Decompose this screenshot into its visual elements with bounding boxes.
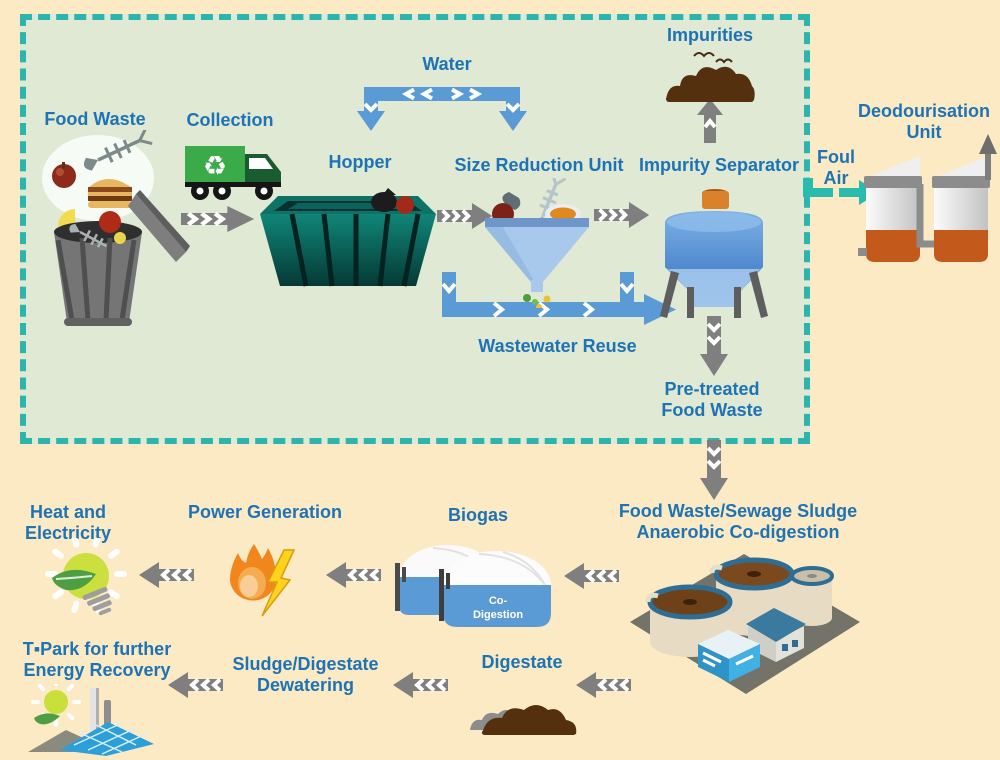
tank-text-line2: Digestion [473, 609, 523, 621]
food-waste-bin-illustration [42, 130, 190, 326]
pretreated-food-waste-label: Pre-treated Food Waste [661, 379, 763, 421]
arrow-down-pretreated-to-codigestion-icon [699, 440, 729, 500]
arrow-left-facility-to-biogas-icon [564, 562, 619, 590]
separator-legs [660, 271, 768, 318]
hopper-label: Hopper [328, 152, 392, 172]
falling-apple-icon [99, 211, 121, 233]
codigestion-facility-illustration [630, 554, 860, 694]
food-waste-label: Food Waste [44, 109, 146, 129]
arrow-up-impurities-icon [697, 99, 723, 143]
garbage-truck-icon: ♻ [185, 146, 281, 200]
bird-icon [693, 52, 715, 58]
apple-on-hopper-icon [396, 196, 414, 214]
solar-roof-icon [60, 722, 154, 756]
digestate-label: Digestate [481, 652, 563, 672]
bulb-base-icon [82, 586, 112, 616]
foul-air-label: Foul Air [817, 147, 855, 189]
flame-icon [230, 544, 277, 601]
tpark-label: T▪Park for further Energy Recovery [22, 639, 172, 681]
impurities-label: Impurities [666, 25, 754, 45]
arrow-down-separator-to-pretreated-icon [699, 316, 729, 376]
bin-lid-icon [128, 194, 186, 262]
power-generation-label: Power Generation [187, 502, 343, 522]
trash-bag-icon [371, 188, 397, 212]
bin-body-icon [54, 221, 142, 326]
leaf-icon [52, 569, 96, 591]
lightning-bolt-icon [261, 549, 296, 617]
digestate-pile-illustration [470, 705, 577, 735]
plant-house [746, 608, 806, 662]
lemon-icon [58, 209, 75, 226]
falling-fish-icon [69, 223, 108, 248]
exhaust-arrow-icon [979, 134, 997, 154]
sun-icon [44, 690, 68, 714]
eco-bulb-icon [45, 538, 127, 616]
hopper-illustration [260, 188, 436, 287]
fish-skeleton-icon [83, 130, 153, 171]
biogas-tanks-illustration: Co- Digestion [395, 545, 551, 627]
wastewater-reuse-label: Wastewater Reuse [478, 336, 637, 356]
burger-icon [88, 179, 132, 208]
power-generation-icons [230, 544, 296, 617]
tpark-facility-illustration [28, 684, 154, 756]
impurities-pile-illustration [666, 52, 755, 102]
deodourisation-unit-illustration [858, 134, 997, 262]
deodourisation-unit-label: Deodourisation Unit [857, 101, 990, 143]
arrow-right-sizereduction-to-separator-icon [594, 201, 650, 229]
biogas-label: Biogas [447, 505, 508, 525]
size-reduction-unit-label: Size Reduction Unit [454, 155, 624, 175]
water-label: Water [422, 54, 472, 74]
water-pipe-arrows-icon [357, 87, 527, 131]
heat-electricity-label: Heat and Electricity [24, 502, 112, 544]
arrow-left-dewatering-to-tpark-icon [168, 671, 223, 699]
svg-text:♻: ♻ [203, 151, 227, 182]
wastewater-reuse-pipe-icon [441, 272, 676, 325]
leaf-icon [34, 713, 60, 725]
arrow-left-power-to-heat-icon [139, 561, 194, 589]
size-reduction-funnel-illustration [485, 178, 589, 308]
shredded-bits [523, 294, 551, 308]
collection-label: Collection [186, 110, 274, 130]
control-building [698, 630, 760, 682]
tank-text-line1: Co- [489, 595, 508, 607]
biogas-tank-front: Co- Digestion [439, 551, 551, 627]
impurity-separator-illustration [660, 189, 768, 318]
arrow-left-biogas-to-power-icon [326, 561, 381, 589]
bird-icon [715, 58, 733, 64]
storage-tank-small [790, 566, 834, 626]
impurity-separator-label: Impurity Separator [638, 155, 800, 175]
codigestion-label: Food Waste/Sewage Sludge Anaerobic Co-di… [618, 501, 858, 543]
arrow-left-digestate-to-dewatering-icon [393, 671, 448, 699]
dewatering-label: Sludge/Digestate Dewatering [232, 654, 379, 696]
